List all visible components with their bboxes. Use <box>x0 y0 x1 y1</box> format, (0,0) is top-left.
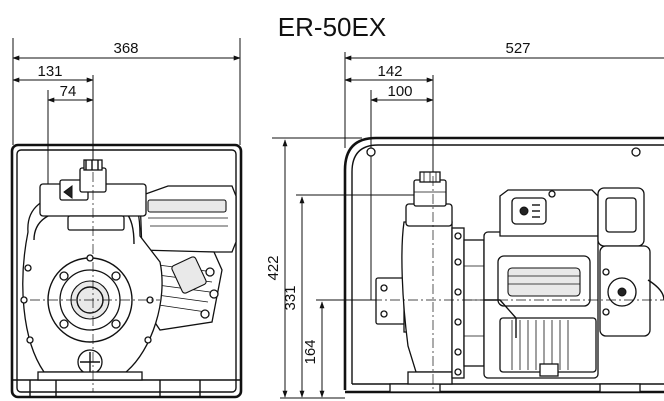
side-recoil-housing <box>597 187 664 337</box>
dimension-label-74: 74 <box>60 83 77 100</box>
front-view: 368 131 74 <box>10 38 243 399</box>
dimension-label-100: 100 <box>387 83 412 100</box>
dimension-outlet-height: 331 <box>282 194 420 398</box>
side-pump-casing <box>401 171 453 385</box>
side-engine-body <box>483 231 599 379</box>
dimension-label-331: 331 <box>282 285 299 310</box>
dimension-label-527: 527 <box>505 40 530 57</box>
cooling-fins <box>511 320 569 370</box>
front-skid <box>29 380 201 397</box>
model-title: ER-50EX <box>278 12 386 42</box>
dimension-label-422: 422 <box>265 255 282 280</box>
dimension-inlet-height: 164 <box>302 299 380 398</box>
dimension-inlet-offset: 131 <box>12 63 94 172</box>
side-frame <box>343 136 664 394</box>
dimension-label-164: 164 <box>302 339 319 364</box>
dimension-overall-width: 368 <box>12 38 241 145</box>
dimension-label-142: 142 <box>377 63 402 80</box>
side-fuel-tank <box>499 189 599 237</box>
dimension-overall-length: 527 <box>344 40 664 148</box>
dimension-overall-height: 422 <box>265 137 362 399</box>
dimension-side-inlet-offset: 142 <box>344 63 434 176</box>
side-mounting-flange <box>451 227 485 379</box>
side-view: 527 142 100 422 331 164 <box>265 40 664 399</box>
dimension-label-368: 368 <box>113 40 138 57</box>
dimension-label-131: 131 <box>37 63 62 80</box>
